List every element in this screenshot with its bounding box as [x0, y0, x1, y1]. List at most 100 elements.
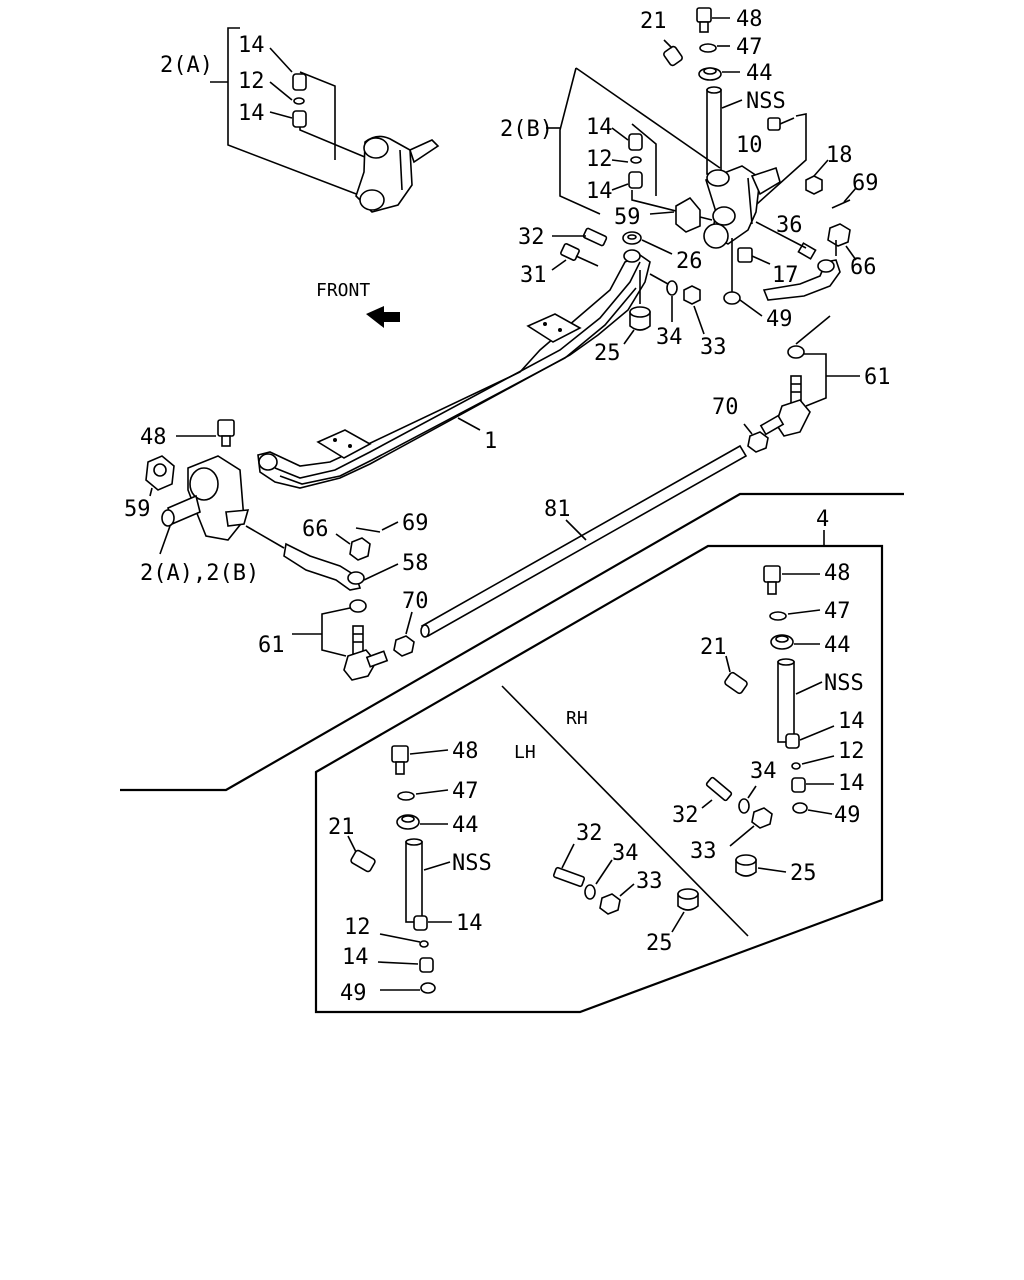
front-label: FRONT — [316, 280, 370, 301]
bolt-10 — [767, 113, 807, 131]
callout-61-left: 61 — [258, 633, 285, 658]
callout-66-top: 66 — [850, 255, 877, 280]
rh-king-pin-nss — [777, 658, 795, 743]
callout-12-2a: 12 — [238, 69, 265, 94]
nut-70-right — [747, 431, 769, 453]
lh-king-pin-nss — [405, 838, 423, 923]
lh-nut-33 — [599, 893, 621, 915]
rh-callout-12: 12 — [838, 739, 865, 764]
rh-bushing-25 — [735, 854, 757, 877]
lh-callout-14-a: 14 — [456, 911, 483, 936]
knuckle-top-left — [355, 135, 440, 213]
callout-44-top: 44 — [746, 61, 773, 86]
rh-washer-34 — [738, 798, 750, 814]
cotter-pin-69-left — [355, 527, 381, 533]
rh-callout-44: 44 — [824, 633, 851, 658]
callout-34-top: 34 — [656, 325, 683, 350]
rh-callout-25: 25 — [790, 861, 817, 886]
lh-bushing-14-a — [413, 915, 428, 931]
nut-44-top — [698, 67, 722, 81]
rh-nut-33 — [751, 807, 773, 829]
lh-callout-nss: NSS — [452, 851, 492, 876]
washer-47-top — [699, 43, 717, 53]
callout-61-right: 61 — [864, 365, 891, 390]
callout-49-top: 49 — [766, 307, 793, 332]
nut-18 — [805, 175, 823, 195]
callout-1: 1 — [484, 429, 497, 454]
callout-10: 10 — [736, 133, 763, 158]
lh-callout-49: 49 — [340, 981, 367, 1006]
callout-12-2b: 12 — [586, 147, 613, 172]
callout-81: 81 — [544, 497, 571, 522]
callout-2a: 2(A) — [160, 53, 213, 78]
lh-bolt-48 — [391, 745, 409, 775]
callout-48-top: 48 — [736, 7, 763, 32]
callout-69-top: 69 — [852, 171, 879, 196]
lh-ring-12 — [419, 940, 429, 948]
rh-washer-47 — [769, 611, 787, 621]
rh-callout-48: 48 — [824, 561, 851, 586]
callout-2a-2b: 2(A),2(B) — [140, 561, 259, 586]
lh-bushing-14-b — [419, 957, 434, 973]
callout-32-top: 32 — [518, 225, 545, 250]
lh-nut-44 — [396, 814, 420, 830]
rh-grease-nipple-21 — [724, 671, 748, 695]
callout-18: 18 — [826, 143, 853, 168]
callout-59-top: 59 — [614, 205, 641, 230]
lh-washer-49 — [420, 982, 436, 994]
lh-bushing-25 — [677, 888, 699, 911]
rh-callout-33: 33 — [690, 839, 717, 864]
tie-rod-end-right — [759, 315, 831, 437]
lh-callout-44: 44 — [452, 813, 479, 838]
grease-nipple-31 — [560, 243, 599, 267]
axle-beam — [257, 249, 651, 489]
lh-grease-nipple-21 — [350, 849, 376, 873]
lh-label: LH — [514, 742, 536, 763]
rh-bolt-48 — [763, 565, 781, 595]
callout-48-left: 48 — [140, 425, 167, 450]
grease-nipple-top — [663, 39, 683, 67]
callout-33-top: 33 — [700, 335, 727, 360]
group-2a-bracket — [210, 27, 373, 201]
callout-59-left: 59 — [124, 497, 151, 522]
callout-4: 4 — [816, 507, 829, 532]
callout-26: 26 — [676, 249, 703, 274]
lh-callout-32: 32 — [576, 821, 603, 846]
rh-callout-32: 32 — [672, 803, 699, 828]
steering-arm-right — [762, 240, 841, 301]
lh-callout-34: 34 — [612, 841, 639, 866]
lh-callout-12: 12 — [344, 915, 371, 940]
bolt-48-top — [696, 7, 730, 33]
callout-69-left: 69 — [402, 511, 429, 536]
callout-14-2b-b: 14 — [586, 179, 613, 204]
callout-17: 17 — [772, 263, 799, 288]
cotter-pin-69-top — [831, 199, 851, 209]
cross-tube-81 — [420, 444, 748, 638]
knuckle-left — [161, 455, 250, 541]
lh-pin-32 — [552, 866, 586, 888]
castle-nut-66-left — [349, 537, 371, 561]
callout-14-2a-b: 14 — [238, 101, 265, 126]
callout-58: 58 — [402, 551, 429, 576]
callout-70-left: 70 — [402, 589, 429, 614]
rh-callout-nss: NSS — [824, 671, 864, 696]
rh-nut-44 — [770, 634, 794, 650]
rh-callout-34: 34 — [750, 759, 777, 784]
callout-47-top: 47 — [736, 35, 763, 60]
rh-label: RH — [566, 708, 588, 729]
rh-callout-49: 49 — [834, 803, 861, 828]
lh-callout-47: 47 — [452, 779, 479, 804]
lh-callout-21: 21 — [328, 815, 355, 840]
lh-callout-48: 48 — [452, 739, 479, 764]
nut-70-left — [393, 635, 415, 657]
bushing-25-top — [629, 306, 651, 331]
rh-callout-14-b: 14 — [838, 771, 865, 796]
king-pin-top — [706, 86, 722, 175]
nut-33-top — [683, 285, 701, 305]
callout-70-right: 70 — [712, 395, 739, 420]
front-arrow-icon — [366, 306, 400, 328]
callout-21-top: 21 — [640, 9, 667, 34]
rh-bushing-14-a — [785, 733, 800, 749]
lh-washer-34 — [584, 884, 596, 900]
kit-4-panel-outline — [120, 492, 904, 1014]
